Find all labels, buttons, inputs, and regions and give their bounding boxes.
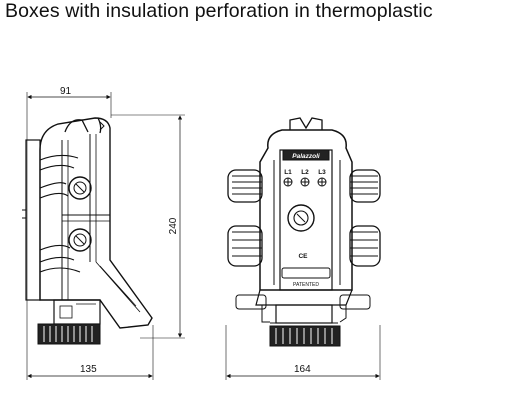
side-view (22, 92, 185, 380)
dim-label-91: 91 (60, 86, 72, 97)
ce-mark: CE (298, 253, 308, 260)
terminal-label-l1: L1 (284, 169, 292, 176)
dim-label-164: 164 (294, 364, 311, 375)
page-title: Boxes with insulation perforation in the… (5, 0, 433, 22)
terminal-label-l3: L3 (318, 169, 326, 176)
dim-label-240: 240 (168, 217, 179, 234)
terminal-label-l2: L2 (301, 169, 309, 176)
patented-label: PATENTED (293, 282, 319, 288)
terminal-screws (283, 177, 327, 187)
front-view (225, 117, 381, 380)
dim-label-135: 135 (80, 364, 97, 375)
brand-label: Palazzoli (292, 153, 320, 160)
